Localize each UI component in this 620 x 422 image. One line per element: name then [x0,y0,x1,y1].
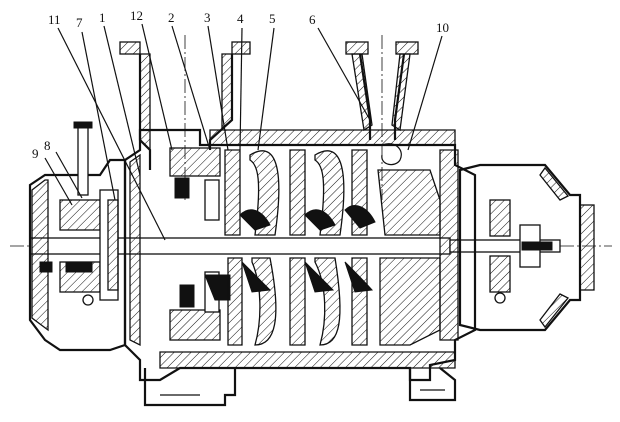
callout-6: 6 [309,12,316,27]
seal-assembly [169,147,231,341]
callout-5: 5 [269,11,276,26]
discharge-outlet [345,35,419,200]
right-bearing-housing [458,163,595,332]
callout-8: 8 [44,138,51,153]
callout-9: 9 [32,146,39,161]
impeller-stages-lower [227,257,441,346]
callout-1: 1 [99,10,106,25]
impeller-stages-upper [224,143,441,236]
callout-10: 10 [436,20,449,35]
callout-3: 3 [204,10,211,25]
callout-7: 7 [76,15,83,30]
left-bearing-housing [28,121,127,352]
suction-inlet [119,35,251,200]
callout-11: 11 [48,12,61,27]
callout-12: 12 [130,8,143,23]
callout-4: 4 [237,11,244,26]
callout-leaders [44,23,443,241]
callout-2: 2 [168,10,175,25]
pump-casing [123,128,477,407]
callout-labels: 11 7 1 12 2 3 4 5 6 10 9 8 [32,8,449,161]
